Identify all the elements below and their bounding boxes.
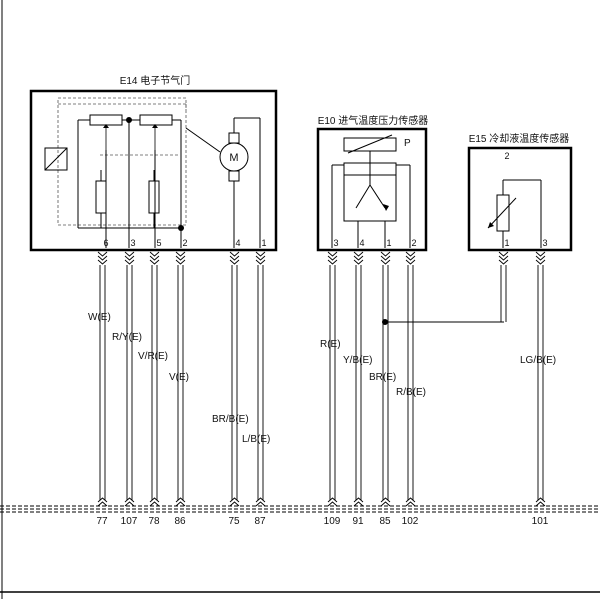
ecu-terminal-number: 102 <box>402 516 419 527</box>
ecu-terminal-number: 107 <box>121 516 138 527</box>
wire-label: R(E) <box>320 339 341 350</box>
e15-pin-label: 3 <box>542 238 547 248</box>
ecu-terminal-number: 87 <box>254 516 266 527</box>
e15-coolant-temp-sensor: E15 冷却液温度传感器 2 1 3 <box>467 132 573 252</box>
wire-label: BR(E) <box>369 372 396 383</box>
wire-label: W(E) <box>88 312 111 323</box>
wire-label: R/Y(E) <box>112 332 142 343</box>
ecu-connector-chevrons <box>97 497 546 507</box>
wire-label: V(E) <box>169 372 189 383</box>
e10-pressure-label: P <box>404 138 411 149</box>
e14-pin-label: 5 <box>156 238 161 248</box>
e10-pin-label: 4 <box>359 238 364 248</box>
wire-runs <box>99 265 544 500</box>
e15-thermistor-icon <box>496 194 510 232</box>
ecu-terminal-numbers: 77 107 78 86 75 87 109 91 85 102 101 <box>96 516 548 527</box>
ecu-terminal-number: 91 <box>352 516 364 527</box>
wire-label: Y/B(E) <box>343 355 372 366</box>
e14-pin-label: 2 <box>182 238 187 248</box>
e14-pin-label: 6 <box>103 238 108 248</box>
ecu-terminal-number: 78 <box>148 516 160 527</box>
e14-pin-label: 4 <box>235 238 240 248</box>
e10-pin-label: 3 <box>333 238 338 248</box>
ecu-terminal-number: 77 <box>96 516 108 527</box>
e14-resistor-2-icon <box>148 180 160 214</box>
wire-label: BR/B(E) <box>212 414 249 425</box>
connector-chevrons <box>97 251 546 265</box>
e10-pin-label: 2 <box>411 238 416 248</box>
e14-electronic-throttle: E14 电子节气门 <box>29 74 278 252</box>
shield-junction-dot <box>382 319 388 325</box>
wire-label: L/B(E) <box>242 434 270 445</box>
e14-motor-label: M <box>229 152 238 164</box>
e10-intake-temp-pressure-sensor: E10 进气温度压力传感器 P 3 4 1 2 <box>316 114 429 252</box>
ecu-terminal-number: 75 <box>228 516 240 527</box>
e10-pin-label: 1 <box>386 238 391 248</box>
e10-title: E10 进气温度压力传感器 <box>318 114 429 127</box>
e14-resistor-1-icon <box>95 180 107 214</box>
e14-pin-label: 3 <box>130 238 135 248</box>
e14-position-sensor-icon <box>44 147 68 171</box>
e14-potentiometer-2-icon <box>139 114 173 126</box>
e14-pin-label: 1 <box>261 238 266 248</box>
wire-label: V/R(E) <box>138 351 168 362</box>
ecu-terminal-number: 101 <box>532 516 549 527</box>
e14-sensor-board <box>57 97 187 226</box>
e15-top-pin-label: 2 <box>504 151 509 161</box>
e15-pin-label: 1 <box>504 238 509 248</box>
e10-housing <box>316 127 428 252</box>
wire-labels: W(E) R/Y(E) V/R(E) V(E) BR/B(E) L/B(E) R… <box>88 312 556 445</box>
wire-label: R/B(E) <box>396 387 426 398</box>
e15-housing <box>467 146 573 252</box>
ecu-terminal-number: 86 <box>174 516 186 527</box>
ecu-terminal-number: 85 <box>379 516 391 527</box>
ecu-terminal-number: 109 <box>324 516 341 527</box>
e14-title: E14 电子节气门 <box>120 74 191 87</box>
ecu-connector-band <box>0 505 600 513</box>
e14-housing <box>29 89 278 252</box>
e14-potentiometer-1-icon <box>89 114 123 126</box>
wire-label: LG/B(E) <box>520 355 556 366</box>
e15-title: E15 冷却液温度传感器 <box>469 132 570 145</box>
